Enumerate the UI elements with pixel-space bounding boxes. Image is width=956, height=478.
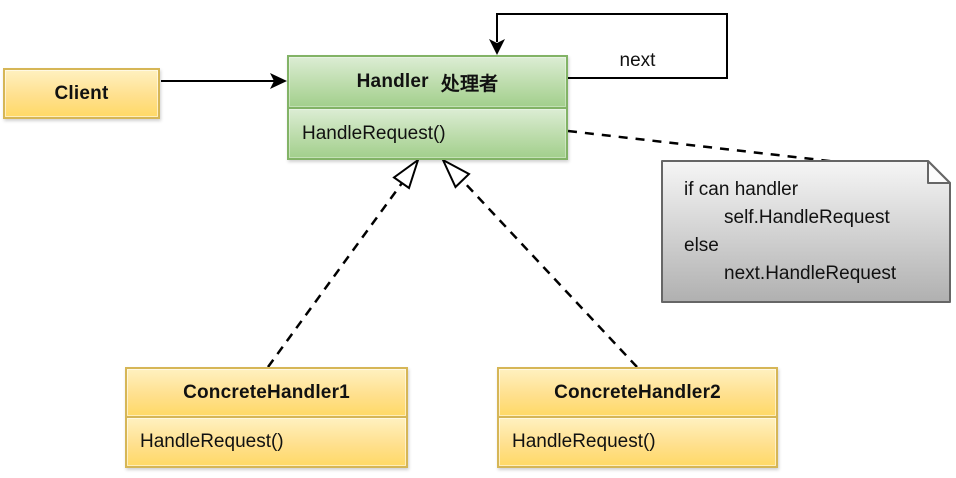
note-body (661, 160, 951, 303)
next-self-association (489, 13, 728, 79)
client-to-handler-arrow (161, 73, 287, 89)
filled-arrowhead (270, 73, 287, 89)
class-title: Client (5, 70, 158, 117)
note-shape (661, 160, 951, 303)
handler-to-note-connector (567, 129, 839, 164)
note-line: next.HandleRequest (724, 263, 897, 284)
handler-title-en: Handler (356, 71, 429, 92)
class-method: HandleRequest() (127, 416, 406, 466)
generalization-concretehandler1 (266, 157, 420, 368)
note-line: self.HandleRequest (724, 207, 890, 228)
class-method: HandleRequest() (499, 416, 776, 466)
hollow-triangle-arrowhead (392, 157, 420, 190)
note-fold-corner (927, 160, 951, 184)
note-line: else (684, 235, 719, 256)
generalization-concretehandler2 (440, 157, 638, 368)
class-box-handler: Handler 处理者 HandleRequest() (287, 55, 568, 160)
note-pseudocode: if can handler self.HandleRequest else n… (662, 161, 950, 302)
class-box-concretehandler1: ConcreteHandler1 HandleRequest() (125, 367, 408, 468)
filled-arrowhead-down (489, 39, 505, 55)
next-association-label: next (619, 50, 656, 71)
class-box-client: Client (3, 68, 160, 119)
class-title: Handler 处理者 (289, 57, 566, 107)
class-title: ConcreteHandler2 (499, 369, 776, 416)
hollow-triangle-arrowhead (440, 157, 471, 189)
class-box-concretehandler2: ConcreteHandler2 HandleRequest() (497, 367, 778, 468)
class-title: ConcreteHandler1 (127, 369, 406, 416)
note-line: if can handler (684, 179, 799, 200)
handler-title-zh: 处理者 (440, 73, 499, 95)
class-method: HandleRequest() (289, 107, 566, 158)
